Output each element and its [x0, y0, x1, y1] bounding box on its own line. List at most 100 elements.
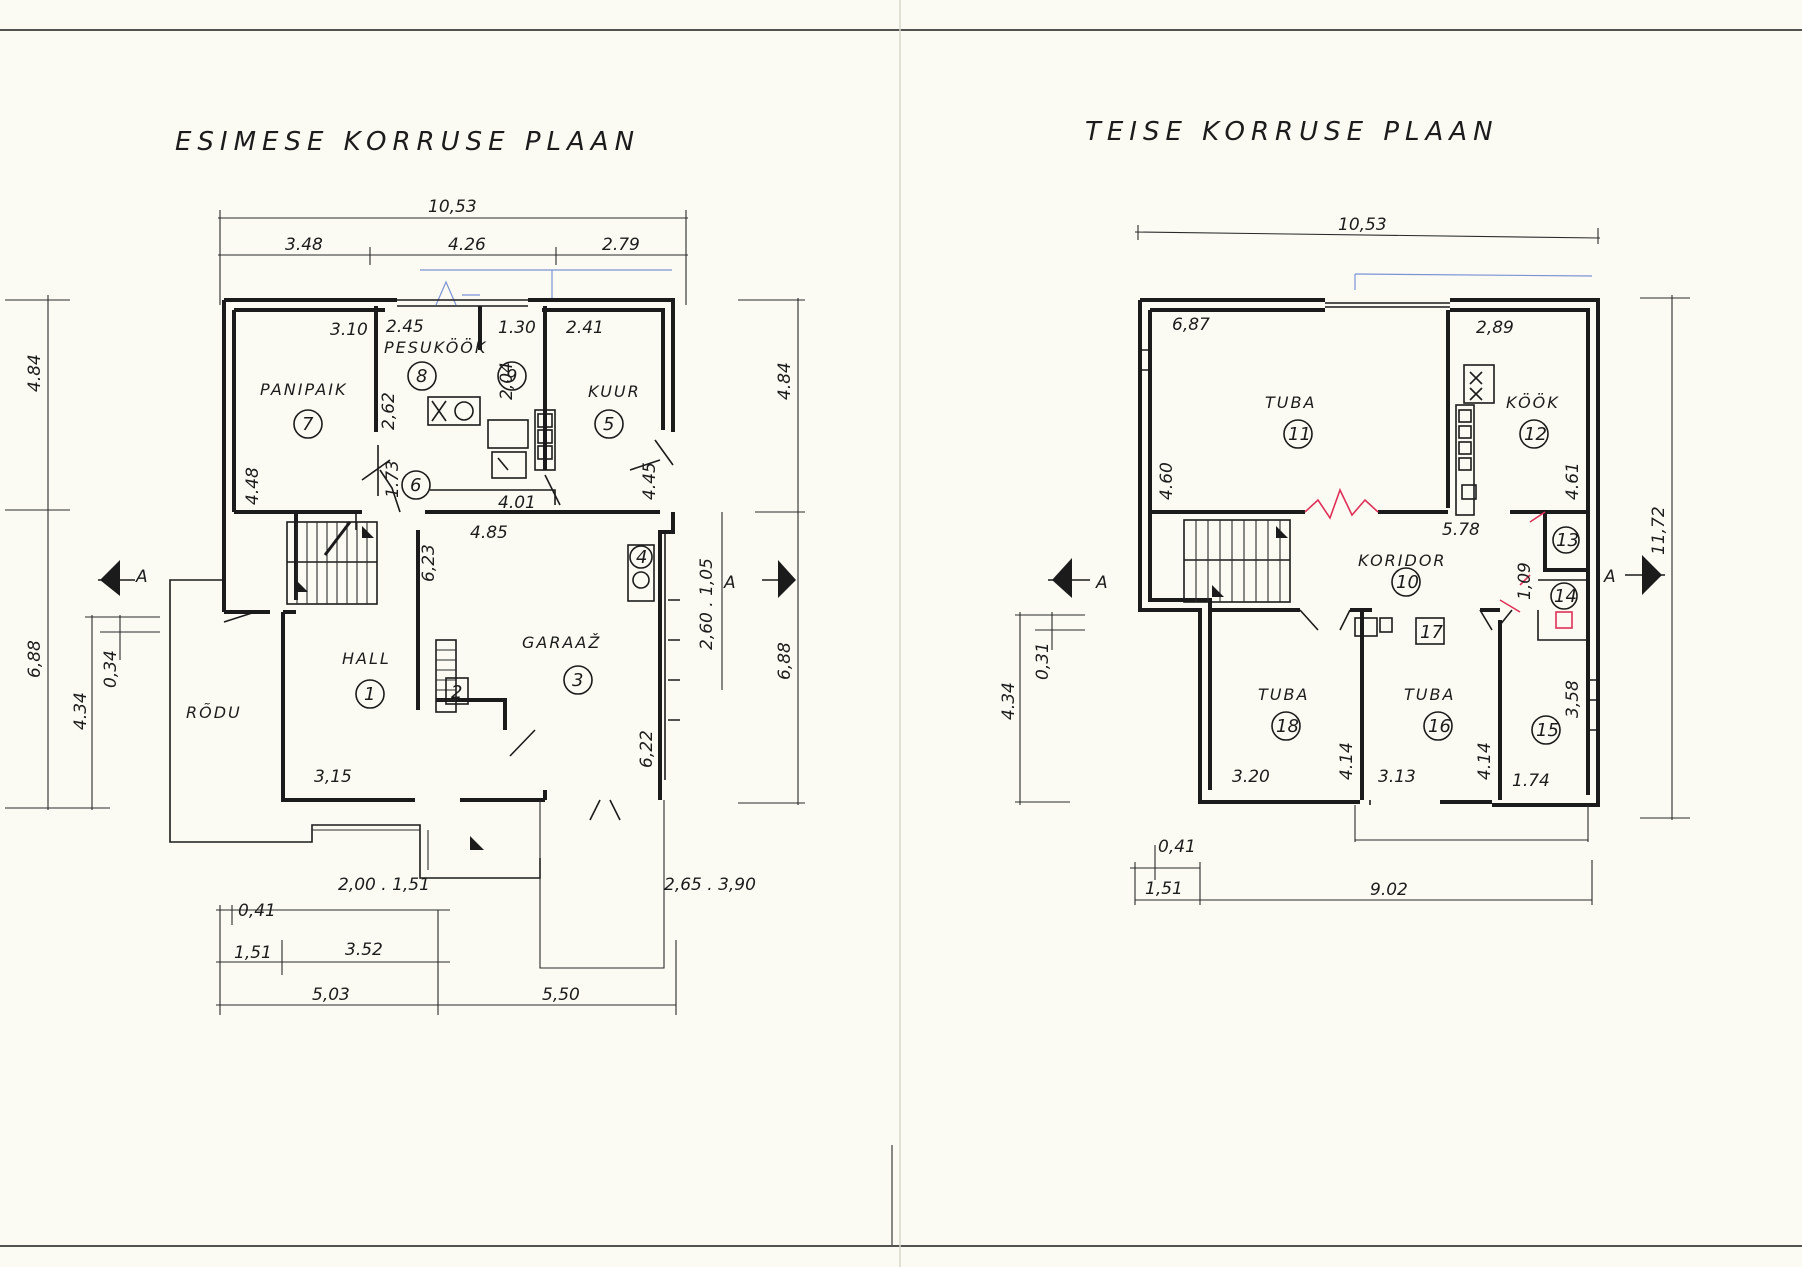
section-marker-left: A	[98, 560, 148, 596]
room-11-label: TUBA	[1265, 393, 1316, 412]
room-16-label: TUBA	[1404, 685, 1455, 704]
dim-041: 0,41	[238, 901, 276, 921]
dim2-031: 0,31	[1033, 642, 1053, 680]
dim-245: 2.45	[386, 317, 424, 337]
dim-623: 6,23	[419, 544, 439, 582]
room-9-num: 9	[506, 366, 517, 387]
dim-seg-b: 4.26	[448, 235, 486, 255]
dim-173: 1.73	[383, 460, 403, 498]
dim2-total-width: 10,53	[1338, 215, 1387, 235]
svg-text:A: A	[135, 567, 148, 587]
second-floor-partitions	[1150, 310, 1588, 800]
room-18-label: TUBA	[1258, 685, 1309, 704]
second-floor-outer-walls	[1138, 298, 1600, 807]
svg-text:A: A	[723, 573, 736, 593]
dim-241: 2.41	[566, 318, 604, 338]
dim-265-390: 2,65 . 3,90	[664, 875, 756, 895]
dim-315: 3,15	[314, 767, 352, 787]
room-12-num: 12	[1524, 424, 1547, 445]
dim-310: 3.10	[330, 320, 368, 340]
dim-151: 1,51	[234, 943, 272, 963]
room-10-label: KORIDOR	[1358, 551, 1447, 570]
room-11-num: 11	[1288, 424, 1311, 445]
first-floor-title: ESIMESE KORRUSE PLAAN	[175, 127, 640, 157]
dim-485: 4.85	[470, 523, 508, 543]
dim2-289: 2,89	[1476, 318, 1514, 338]
dim-left-434: 4.34	[71, 692, 91, 730]
dim2-313: 3.13	[1378, 767, 1416, 787]
dim-401: 4.01	[498, 493, 536, 513]
dim-seg-a: 3.48	[285, 235, 323, 255]
dim-260-105: 2,60 . 1,05	[697, 558, 717, 650]
dim-262: 2,62	[379, 392, 399, 430]
dim-550: 5,50	[542, 985, 580, 1005]
room-17-num: 17	[1420, 622, 1443, 643]
kitchen-fixtures	[1455, 364, 1495, 516]
dim2-151: 1,51	[1145, 879, 1183, 899]
room-5-label: KUUR	[588, 382, 641, 401]
room-3-label: GARAAŽ	[522, 633, 601, 652]
dim2-578: 5.78	[1442, 520, 1480, 540]
balcony-outline	[169, 579, 541, 879]
room-8-label: PESUKÖÖK	[384, 338, 487, 357]
dim2-1172: 11,72	[1649, 506, 1669, 555]
dim-445: 4.45	[640, 462, 660, 500]
first-floor-outer-walls	[222, 298, 675, 802]
room-1-label: HALL	[342, 649, 391, 668]
dim2-461: 4.61	[1563, 462, 1583, 500]
dim2-109: 1,09	[1515, 562, 1535, 600]
second-floor-stairs	[1183, 519, 1291, 603]
laundry-fixtures	[427, 396, 556, 479]
dim-left-484: 4.84	[25, 354, 45, 392]
dim-130: 1.30	[498, 318, 536, 338]
balcony-label: RÕDU	[186, 703, 242, 722]
dim2-414a: 4.14	[1337, 742, 1357, 780]
room-18-num: 18	[1276, 716, 1299, 737]
room-5-num: 5	[603, 414, 614, 435]
dim-left-034: 0,34	[101, 650, 121, 688]
room-1-num: 1	[364, 684, 375, 705]
dim-seg-c: 2.79	[602, 235, 640, 255]
dim-right-688: 6,88	[775, 642, 795, 680]
dim2-434: 4.34	[999, 682, 1019, 720]
dim-503: 5,03	[312, 985, 350, 1005]
first-floor-partitions	[234, 306, 660, 730]
room-7-num: 7	[302, 414, 314, 435]
room-4-num: 4	[636, 547, 647, 568]
dim2-460: 4.60	[1157, 462, 1177, 500]
room-6-num: 6	[410, 475, 421, 496]
dim2-414b: 4.14	[1475, 742, 1495, 780]
dim2-041: 0,41	[1158, 837, 1196, 857]
section2-marker-right: A	[1603, 555, 1665, 595]
svg-text:A: A	[1095, 573, 1108, 593]
dim2-174: 1.74	[1512, 771, 1550, 791]
second-floor-title: TEISE KORRUSE PLAAN	[1085, 117, 1499, 147]
room-3-num: 3	[572, 670, 583, 691]
dim-352: 3.52	[345, 940, 383, 960]
room-12-label: KÖÖK	[1506, 393, 1560, 412]
dim-right-484: 4.84	[775, 362, 795, 400]
section2-marker-left: A	[1048, 558, 1108, 598]
dim-left-688: 6,88	[25, 640, 45, 678]
room-13-num: 13	[1556, 530, 1579, 551]
dim-622: 6,22	[637, 730, 657, 768]
dim-200-151: 2,00 . 1,51	[338, 875, 430, 895]
first-floor-stairs	[286, 521, 457, 713]
room-14-num: 14	[1554, 586, 1577, 607]
dim2-320: 3.20	[1232, 767, 1270, 787]
room-8-num: 8	[416, 366, 427, 387]
dim2-902: 9.02	[1370, 880, 1408, 900]
room-10-num: 10	[1396, 572, 1419, 593]
svg-text:A: A	[1603, 567, 1616, 587]
room-7-label: PANIPAIK	[260, 380, 348, 399]
section-marker-right: A	[723, 560, 796, 598]
second-floor-plan: TEISE KORRUSE PLAAN 10,53 11,72 4.34 0,3…	[999, 117, 1690, 905]
room-15-num: 15	[1536, 720, 1559, 741]
dim-total-width: 10,53	[428, 197, 477, 217]
dim-448: 4.48	[243, 467, 263, 505]
first-floor-plan: ESIMESE KORRUSE PLAAN 10,53 3.48 4.26 2.…	[5, 127, 805, 1015]
red-mark-roof	[1304, 487, 1379, 520]
dim2-687: 6,87	[1172, 315, 1210, 335]
dim2-358: 3,58	[1563, 680, 1583, 718]
